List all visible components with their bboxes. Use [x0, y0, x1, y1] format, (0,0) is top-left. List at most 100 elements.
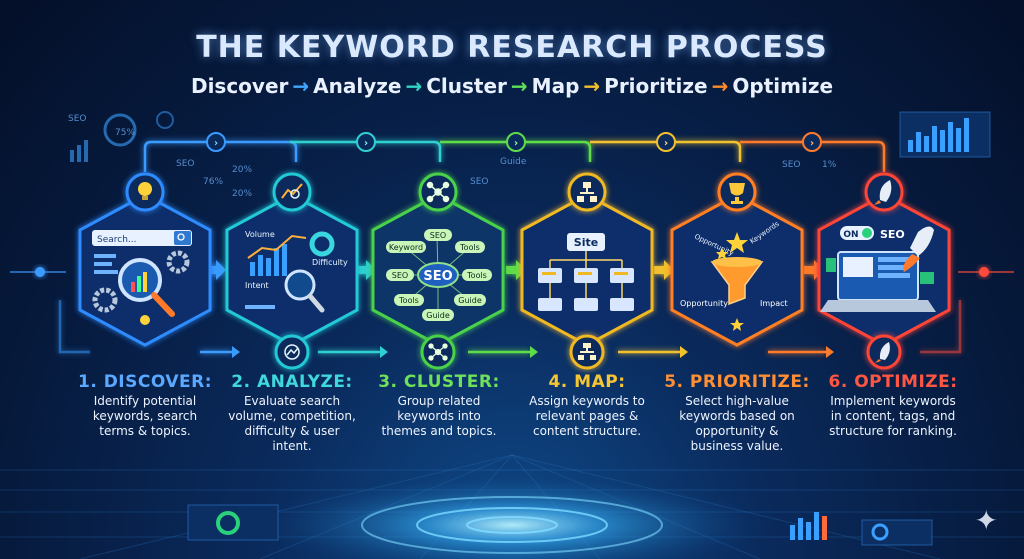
sitemap-icon — [577, 182, 597, 202]
sparkle-icon: ✦ — [974, 504, 998, 537]
network-icon — [428, 343, 448, 361]
gear-icon — [92, 250, 190, 313]
magnifier-icon — [284, 269, 325, 313]
search-input — [92, 230, 192, 246]
step-2-description: Evaluate search volume, competition, dif… — [210, 394, 374, 454]
sitemap-icon — [578, 343, 596, 360]
step-2-desc-line: volume, competition, — [228, 409, 356, 423]
top-connector-nodes: › › › › › — [206, 132, 822, 152]
lightbulb-icon — [138, 182, 152, 196]
page-icons — [538, 268, 634, 311]
label-volume: Volume — [245, 230, 275, 239]
step-2-desc-line: Evaluate search — [243, 394, 341, 408]
decor-label: 20% — [232, 165, 252, 175]
arrow-right-icon: → — [510, 74, 528, 98]
laptop-icon — [820, 251, 936, 312]
decor-label: 76% — [203, 177, 223, 187]
step-3-desc-line: themes and topics. — [381, 424, 497, 438]
cluster-tag: SEO — [430, 231, 446, 240]
svg-text:›: › — [364, 138, 368, 149]
decor-label: SEO — [782, 160, 800, 170]
flow-step-map: Map — [531, 74, 580, 98]
step-5-desc-line: business value. — [690, 439, 784, 453]
step-6-optimize: ON SEO — [817, 172, 951, 370]
step-4-desc-line: Assign keywords to — [529, 394, 645, 408]
step-1-desc-line: terms & topics. — [99, 424, 191, 438]
seo-badge: SEO — [880, 228, 905, 241]
step-3-desc-line: keywords into — [397, 409, 481, 423]
decor-top-left — [70, 111, 174, 162]
step-4-title: 4. MAP: — [548, 372, 626, 392]
step-6-desc-line: Implement keywords — [830, 394, 956, 408]
page-title: THE KEYWORD RESEARCH PROCESS — [196, 30, 828, 65]
step-5-desc-line: opportunity & — [695, 424, 779, 438]
step-5-description: Select high-value keywords based on oppo… — [660, 394, 814, 454]
star-icons — [716, 232, 748, 331]
svg-text:›: › — [214, 138, 218, 149]
svg-text:›: › — [664, 138, 668, 149]
cluster-tag: Tools — [398, 296, 419, 305]
magnifier-icon — [118, 258, 175, 317]
floor-rings — [361, 496, 663, 554]
step-6-desc-line: structure for ranking. — [829, 424, 957, 438]
step-4-desc-line: relevant pages & — [535, 409, 639, 423]
cluster-tag: Tools — [466, 271, 487, 280]
step-2-hexagon — [225, 193, 359, 347]
label-impact: Impact — [760, 299, 788, 308]
donut-chart-icon — [309, 231, 335, 257]
step-4-map: Site — [520, 172, 654, 370]
rocket-icon — [875, 342, 890, 363]
decor-seo-labels: SEO 75% SEO 20% 76% 20% SEO Guide SEO 1% — [68, 114, 837, 199]
network-icon — [426, 181, 450, 203]
step-3-desc-line: Group related — [397, 394, 481, 408]
bottom-connectors — [58, 300, 962, 354]
process-flow-subtitle: Discover→Analyze→Cluster→Map→Prioritize→… — [0, 74, 1024, 98]
step-6-title: 6. OPTIMIZE: — [828, 372, 958, 392]
toggle-label: ON — [843, 230, 858, 240]
step-1-discover: Search... — [78, 172, 212, 347]
cluster-tag: SEO — [392, 271, 408, 280]
step-2-analyze: Volume Difficulty Intent — [225, 172, 359, 370]
label-opportunity: Opportunity — [680, 299, 728, 308]
label-intent: Intent — [245, 281, 269, 290]
bar-chart-icon — [247, 234, 307, 276]
arrow-right-icon: → — [583, 74, 601, 98]
sitemap-root-label: Site — [574, 236, 598, 249]
step-6-desc-line: in content, tags, and — [830, 409, 956, 423]
flow-step-analyze: Analyze — [313, 74, 402, 98]
search-placeholder: Search... — [97, 235, 137, 245]
step-1-title: 1. DISCOVER: — [77, 372, 212, 392]
arrow-right-icon: → — [405, 74, 423, 98]
search-icon — [177, 233, 185, 241]
cluster-center-label: SEO — [423, 269, 452, 284]
decor-label: SEO — [470, 177, 488, 187]
decor-label: SEO — [68, 114, 86, 124]
step-4-description: Assign keywords to relevant pages & cont… — [512, 394, 662, 439]
trophy-icon — [729, 183, 745, 204]
step-2-desc-line: difficulty & user — [244, 424, 340, 438]
svg-text:›: › — [514, 138, 518, 149]
step-3-title: 3. CLUSTER: — [378, 372, 500, 392]
decor-label: Guide — [500, 157, 527, 167]
decor-label: 75% — [115, 128, 135, 138]
svg-text:›: › — [810, 138, 814, 149]
step-5-prioritize: Opportunity Keywords Opportunity Impact — [670, 172, 804, 347]
decor-label: 20% — [232, 189, 252, 199]
bottom-connector-arrows — [232, 346, 834, 358]
step-5-title: 5. PRIORITIZE: — [664, 372, 810, 392]
step-2-desc-line: intent. — [272, 439, 312, 453]
analytics-icon — [284, 344, 300, 360]
cluster-tag: Tools — [459, 243, 480, 252]
decor-top-right — [899, 111, 991, 158]
step-1-desc-line: keywords, search — [92, 409, 198, 423]
decor-label: 1% — [822, 160, 837, 170]
chart-magnifier-icon — [281, 183, 303, 199]
lightbulb-icon — [140, 315, 150, 325]
arrow-right-icon: → — [292, 74, 310, 98]
flow-step-optimize: Optimize — [732, 74, 834, 98]
step-4-desc-line: content structure. — [532, 424, 642, 438]
cluster-tag: Keyword — [389, 243, 423, 252]
step-5-desc-line: Select high-value — [685, 394, 789, 408]
step-1-description: Identify potential keywords, search term… — [60, 394, 230, 439]
